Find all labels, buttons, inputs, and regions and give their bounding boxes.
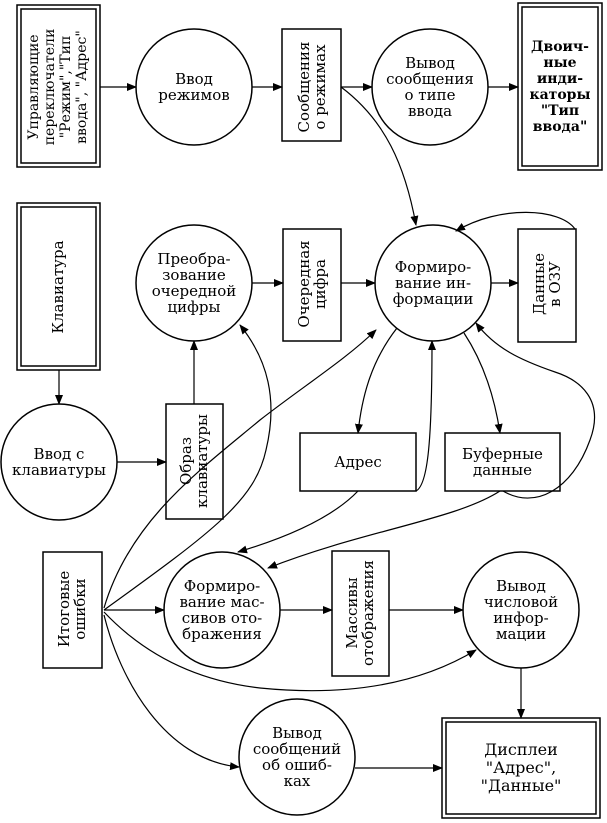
label-switches: Управляющие переключатели "Режим","Тип в… — [26, 28, 90, 146]
label-displays: Дисплеи "Адрес", "Данные" — [480, 740, 562, 795]
flow-form-info-to-address — [354, 327, 398, 434]
label-mode-messages: Сообщения о режимах — [295, 41, 329, 133]
node-ram-data-box — [517, 228, 577, 343]
label-err-out: Вывод сообщений об ошиб- ках — [252, 724, 342, 790]
node-errors-box — [42, 551, 103, 669]
label-display-arrays: Массивы отображения — [343, 559, 377, 667]
label-num-out: Вывод числовой инфор- мации — [483, 577, 559, 643]
label-form-info: Формиро- вание ин- формации — [392, 258, 474, 308]
label-kbd-input: Ввод с клавиатуры — [12, 445, 106, 479]
label-errors: Итоговые ошибки — [55, 570, 89, 648]
flow-form-info-to-buffer — [463, 332, 503, 434]
label-ram-data: Данные в ОЗУ — [530, 253, 564, 315]
flow-buffer-to-form-arrays — [267, 490, 501, 569]
node-buffer-box — [444, 432, 561, 492]
label-keyboard-image: Образ клавиатуры — [177, 414, 211, 508]
label-input-modes: Ввод режимов — [158, 70, 230, 104]
label-binary-indicators: Двоич- ные инди- каторы "Тип ввода" — [529, 38, 591, 135]
flow-form-info-self-loop — [455, 211, 576, 232]
flow-errors-to-form-info — [103, 329, 377, 609]
node-displays-box — [441, 717, 601, 819]
flow-address-to-form-arrays — [237, 490, 359, 554]
label-form-arrays: Формиро- вание мас- сивов ото- бражения — [179, 577, 265, 643]
node-switches-box — [16, 4, 101, 168]
label-address: Адрес — [334, 453, 382, 471]
label-buffer: Буферные данные — [462, 445, 543, 479]
label-keyboard: Клавиатура — [49, 240, 67, 334]
label-next-digit: Очередная цифра — [295, 240, 329, 328]
node-keyboard-box — [16, 202, 101, 371]
flow-mode-msgs-to-form-info — [340, 86, 419, 226]
node-address-box — [299, 432, 417, 492]
flow-errors-to-num-out — [103, 611, 477, 692]
node-err-out-circle — [238, 698, 356, 816]
flow-errors-to-err-out — [103, 614, 240, 771]
label-convert: Преобра- зование очередной цифры — [151, 250, 237, 316]
node-mode-messages-box — [281, 28, 342, 142]
flow-address-to-form-info — [415, 340, 436, 492]
label-type-msg: Вывод сообщения о типе ввода — [386, 54, 474, 120]
flow-errors-to-convert — [103, 324, 272, 611]
flow-buffer-to-form-info — [475, 322, 596, 499]
node-binary-indicators-box — [517, 2, 603, 171]
